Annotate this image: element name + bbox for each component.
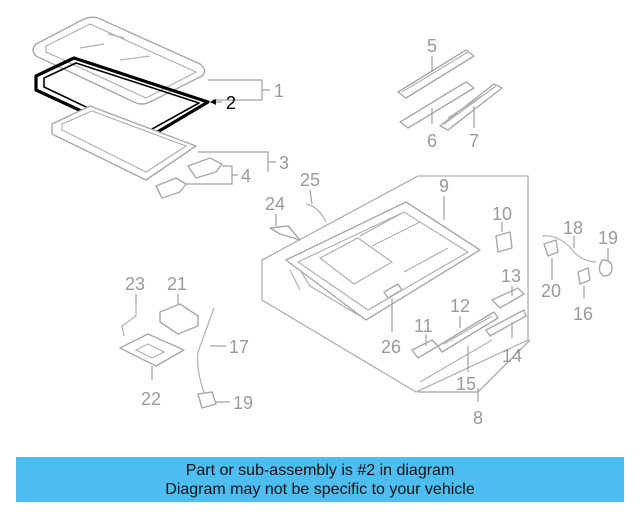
banner-line-2: Diagram may not be specific to your vehi… [165,481,475,498]
bracket-1 [208,79,270,101]
sunroof-frame-lower [51,105,197,181]
part-18-hose [541,235,597,263]
callout-2: 2 [226,93,236,113]
part-1-glass-panel [32,16,206,105]
callout-26: 26 [381,337,401,357]
callout-1: 1 [274,81,284,101]
callout-15: 15 [456,374,476,394]
bracket-3 [198,151,276,172]
callout-14: 14 [502,346,522,366]
callout-16: 16 [573,304,593,324]
part-2-weatherstrip [34,56,210,142]
callout-24: 24 [265,194,285,214]
part-19-clip-right [598,259,613,277]
part-24 [269,225,301,241]
parts-diagram: 1 2 3 4 5 6 7 8 9 10 11 12 13 14 15 16 1… [32,16,618,428]
part-9-frame-housing [285,201,481,321]
callout-8: 8 [473,408,483,428]
leader-8-base [418,339,531,393]
callout-23: 23 [125,274,145,294]
part-4-brackets [155,157,223,199]
arrow-2 [210,99,216,105]
callout-5: 5 [427,36,437,56]
part-17-hose [197,307,215,393]
callout-4: 4 [241,166,251,186]
part-16 [577,267,591,285]
callout-22: 22 [141,389,161,409]
callout-11: 11 [414,316,433,336]
callout-9: 9 [439,176,449,196]
callout-25: 25 [300,170,320,190]
callout-3: 3 [279,153,289,173]
parts-5-6-7-rails [397,49,503,131]
bracket-4 [186,165,238,185]
part-10 [495,231,513,253]
callout-19-left: 19 [233,393,253,413]
callout-6: 6 [427,131,437,151]
callout-19-right: 19 [598,228,618,248]
callout-10: 10 [492,204,512,224]
callout-18: 18 [563,218,583,238]
parts-11-15-mechanism [411,287,527,383]
part-25 [305,203,327,223]
part-19-clip-left [197,391,217,409]
part-26 [383,283,403,299]
part-22-bracket [119,333,185,367]
part-23-link [121,302,137,337]
part-21-motor [159,303,199,335]
callout-13: 13 [501,266,521,286]
callout-20: 20 [541,281,561,301]
leader-25 [309,189,313,205]
callout-21: 21 [167,274,187,294]
part-20 [543,239,559,257]
info-banner: Part or sub-assembly is #2 in diagram Di… [16,457,624,502]
callout-12: 12 [450,296,470,316]
callout-17: 17 [229,337,249,357]
housing-outline [261,175,529,393]
banner-line-1: Part or sub-assembly is #2 in diagram [185,462,455,479]
callout-7: 7 [469,131,479,151]
